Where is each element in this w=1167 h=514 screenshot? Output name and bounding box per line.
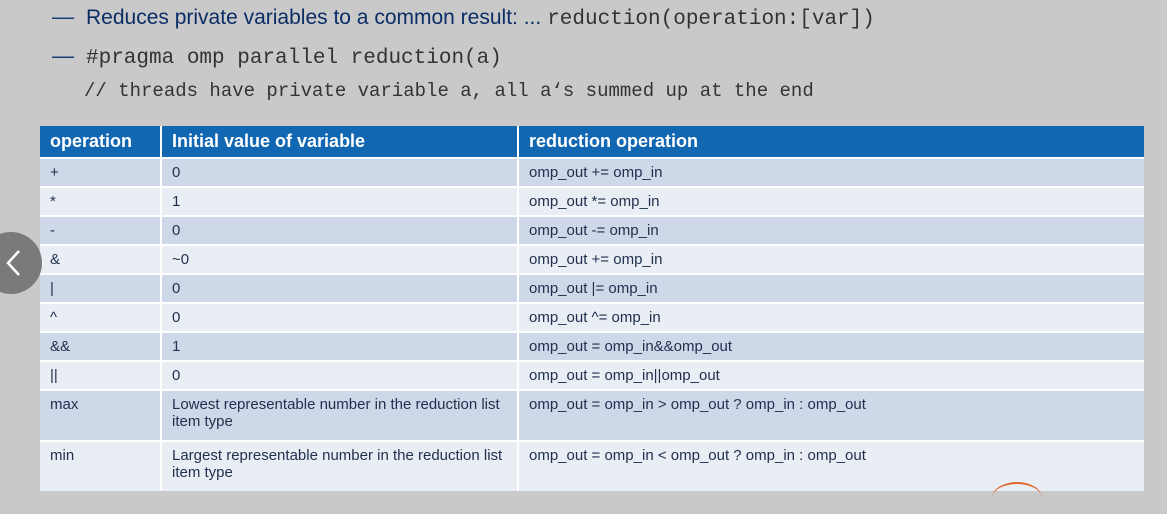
bullet-code: reduction(operation:[var]) [547, 8, 875, 31]
cell-operation: ^ [40, 302, 162, 332]
table-row: - 0 omp_out -= omp_in [40, 215, 1144, 245]
cell-reduction-operation: omp_out = omp_in < omp_out ? omp_in : om… [518, 440, 1144, 491]
cell-operation: & [40, 244, 162, 274]
cell-reduction-operation: omp_out |= omp_in [518, 273, 1144, 303]
cell-initial-value: 0 [161, 215, 519, 245]
table-header-row: operation Initial value of variable redu… [40, 126, 1144, 158]
table-row: ^ 0 omp_out ^= omp_in [40, 302, 1144, 332]
cell-initial-value: 0 [161, 157, 519, 187]
cell-initial-value: ~0 [161, 244, 519, 274]
cell-operation: * [40, 186, 162, 216]
cell-reduction-operation: omp_out -= omp_in [518, 215, 1144, 245]
cell-initial-value: Lowest representable number in the reduc… [161, 389, 519, 441]
reduction-table: operation Initial value of variable redu… [40, 126, 1144, 491]
cell-initial-value: 1 [161, 186, 519, 216]
bullet-reduction: — Reduces private variables to a common … [52, 4, 875, 31]
slide: — Reduces private variables to a common … [0, 4, 1144, 491]
cell-reduction-operation: omp_out += omp_in [518, 244, 1144, 274]
table-row: & ~0 omp_out += omp_in [40, 244, 1144, 274]
bullet-code: #pragma omp parallel reduction(a) [86, 47, 502, 70]
chevron-left-icon [6, 250, 20, 276]
cell-initial-value: Largest representable number in the redu… [161, 440, 519, 491]
cell-reduction-operation: omp_out ^= omp_in [518, 302, 1144, 332]
cell-operation: | [40, 273, 162, 303]
previous-slide-button[interactable] [0, 232, 42, 294]
table-row: && 1 omp_out = omp_in&&omp_out [40, 331, 1144, 361]
header-operation: operation [40, 126, 162, 158]
bullet-dash: — [52, 4, 74, 29]
cell-operation: + [40, 157, 162, 187]
decorative-arc [992, 482, 1042, 514]
table-row: * 1 omp_out *= omp_in [40, 186, 1144, 216]
cell-operation: && [40, 331, 162, 361]
table-row: | 0 omp_out |= omp_in [40, 273, 1144, 303]
cell-operation: - [40, 215, 162, 245]
cell-reduction-operation: omp_out = omp_in||omp_out [518, 360, 1144, 390]
cell-initial-value: 0 [161, 302, 519, 332]
cell-reduction-operation: omp_out = omp_in&&omp_out [518, 331, 1144, 361]
cell-reduction-operation: omp_out += omp_in [518, 157, 1144, 187]
cell-operation: max [40, 389, 162, 441]
code-comment: // threads have private variable a, all … [84, 80, 814, 102]
cell-reduction-operation: omp_out = omp_in > omp_out ? omp_in : om… [518, 389, 1144, 441]
cell-operation: || [40, 360, 162, 390]
header-initial-value: Initial value of variable [161, 126, 519, 158]
cell-initial-value: 1 [161, 331, 519, 361]
bullet-pragma: — #pragma omp parallel reduction(a) [52, 43, 502, 70]
table-row: + 0 omp_out += omp_in [40, 157, 1144, 187]
cell-reduction-operation: omp_out *= omp_in [518, 186, 1144, 216]
cell-operation: min [40, 440, 162, 491]
cell-initial-value: 0 [161, 360, 519, 390]
bullet-dash: — [52, 43, 74, 68]
cell-initial-value: 0 [161, 273, 519, 303]
header-reduction-operation: reduction operation [518, 126, 1144, 158]
table-row: max Lowest representable number in the r… [40, 389, 1144, 441]
bullet-text: Reduces private variables to a common re… [86, 6, 542, 29]
table-row: min Largest representable number in the … [40, 440, 1144, 491]
table-row: || 0 omp_out = omp_in||omp_out [40, 360, 1144, 390]
